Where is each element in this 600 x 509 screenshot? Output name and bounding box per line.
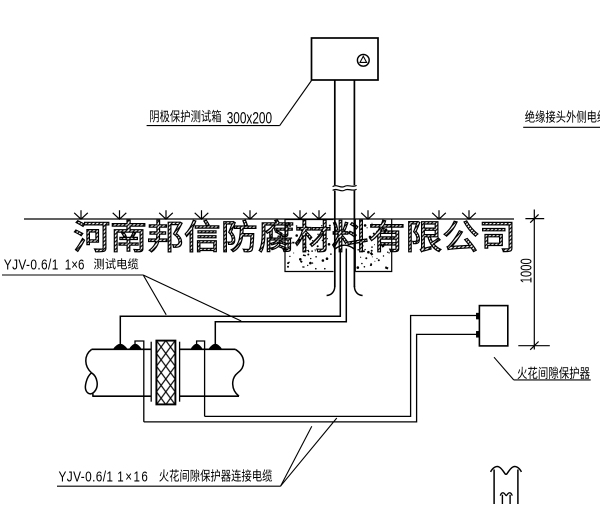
svg-text:1×16: 1×16 <box>117 468 149 485</box>
svg-text:YJV-0.6/1: YJV-0.6/1 <box>4 256 59 273</box>
svg-text:1×6: 1×6 <box>65 256 85 273</box>
svg-text:1000: 1000 <box>516 258 535 283</box>
svg-text:YJV-0.6/1: YJV-0.6/1 <box>59 468 114 485</box>
svg-text:300x200: 300x200 <box>227 110 272 128</box>
